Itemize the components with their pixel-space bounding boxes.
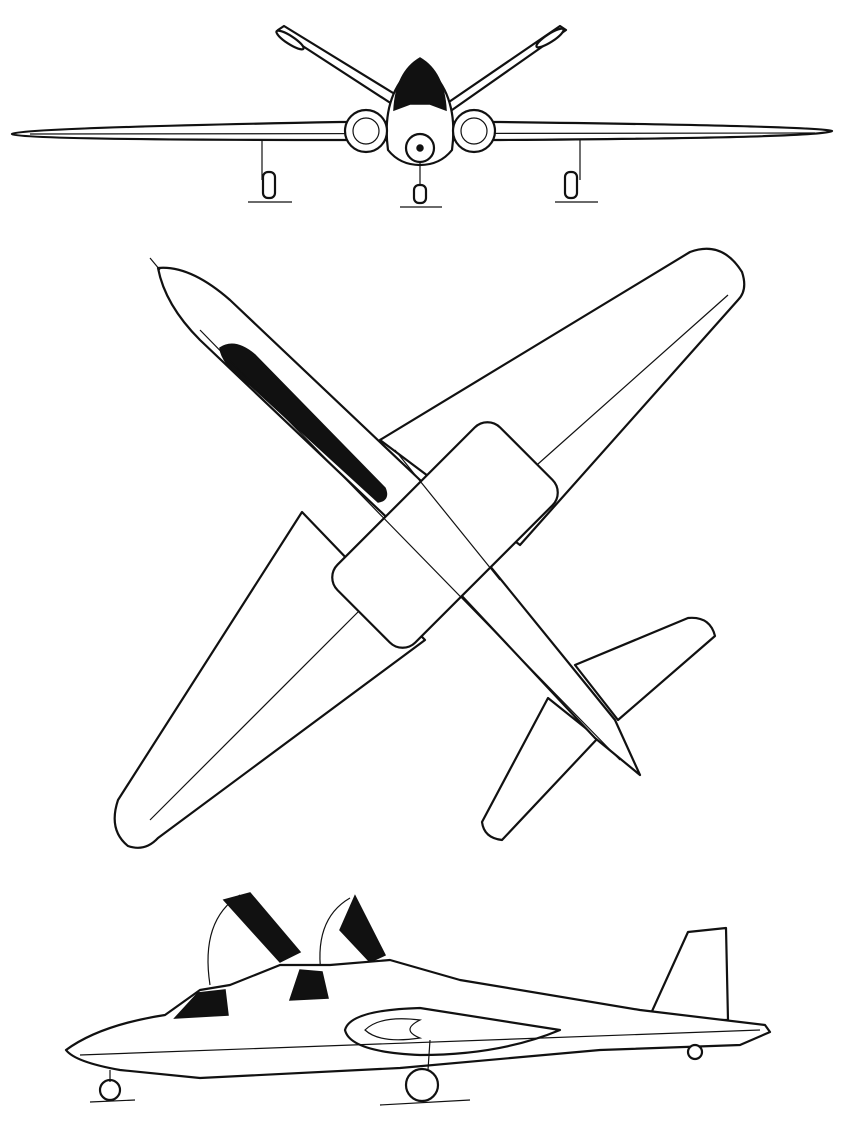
side-fin	[646, 926, 730, 1022]
pitot	[149, 257, 161, 271]
side-main-strut	[427, 1039, 431, 1071]
wheel	[412, 183, 428, 205]
nacelle-line	[394, 449, 501, 581]
side-canopy-rear-open	[339, 894, 387, 963]
side-tail-wheel	[686, 1043, 704, 1061]
fuselage-centerline	[199, 329, 621, 761]
top-tail-right	[573, 616, 717, 722]
front-engine-left	[343, 108, 389, 154]
side-ground-line	[89, 1099, 136, 1103]
top-canopy	[219, 343, 388, 503]
front-vtail-tip-left	[275, 29, 305, 51]
front-view	[10, 24, 834, 208]
front-canopy	[393, 57, 447, 112]
front-engine-left-fan	[352, 117, 380, 145]
side-main-wheel	[404, 1067, 440, 1103]
side-canopy-front-open	[222, 892, 302, 963]
top-tail-left	[480, 696, 600, 842]
top-engine-nacelle	[331, 421, 559, 649]
front-vtail-left	[276, 24, 400, 106]
front-vtail-tip-right	[535, 27, 565, 49]
front-engine-right-fan	[460, 117, 488, 145]
side-canopy-glazing	[173, 989, 229, 1019]
side-fuselage-line	[79, 1029, 761, 1056]
wheel	[261, 170, 277, 200]
side-ground-line	[379, 1099, 471, 1106]
side-view	[64, 892, 772, 1106]
left-flap-line	[149, 609, 361, 821]
front-nose-center	[416, 144, 424, 152]
side-canopy-glazing-rear	[288, 969, 329, 1001]
front-landing-gear	[248, 140, 598, 208]
side-nose-wheel	[98, 1078, 122, 1102]
right-flap-line	[519, 294, 729, 481]
top-view	[113, 247, 746, 849]
side-roundel	[364, 1018, 423, 1041]
front-engine-right	[451, 108, 497, 154]
wheel	[563, 170, 579, 200]
